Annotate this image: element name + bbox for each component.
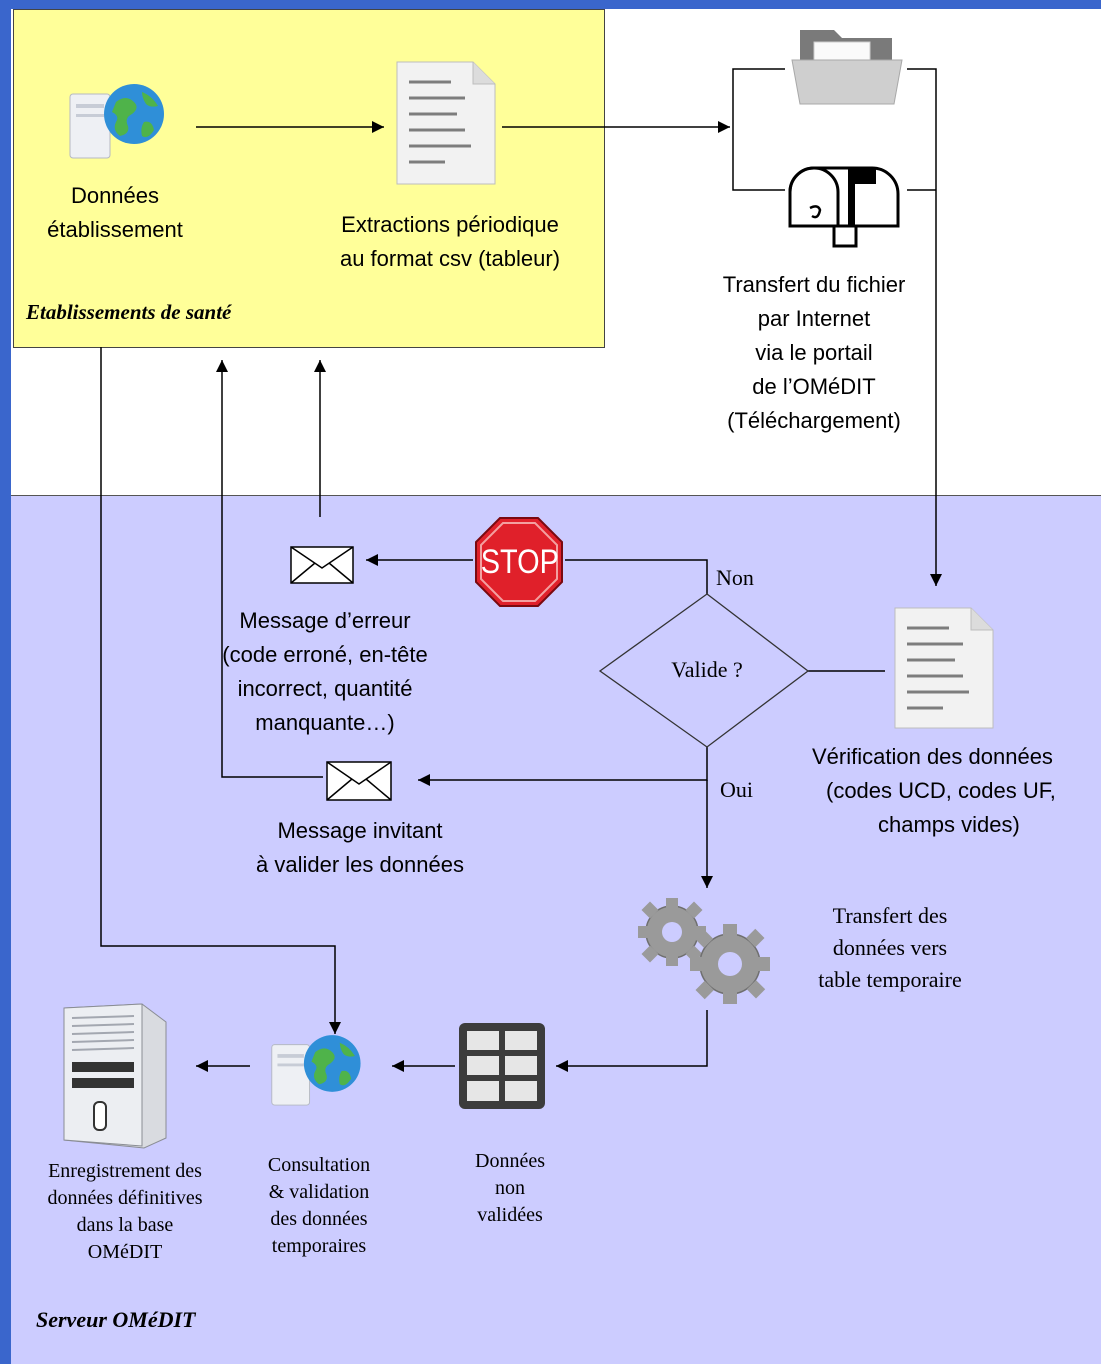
- label-line: Données: [70, 183, 160, 208]
- non-label: Non: [716, 565, 754, 590]
- bracket-left: [732, 68, 785, 191]
- donnees-etablissement-label: Données établissement: [20, 179, 210, 247]
- enregistrement-label: Enregistrement des données définitives d…: [22, 1158, 228, 1266]
- label-line: manquante…): [255, 710, 395, 735]
- valide-label: Valide ?: [671, 657, 743, 682]
- server-globe-icon: [69, 84, 164, 159]
- folder-icon: [791, 30, 903, 105]
- etablissements-zone-title: Etablissements de santé: [26, 300, 232, 324]
- label-line: via le portail: [755, 340, 873, 365]
- consultation-label: Consultation & validation des données te…: [236, 1152, 402, 1260]
- arrow-oui-to-invite-message: [418, 747, 708, 786]
- label-line: à valider les données: [256, 852, 464, 877]
- label-line: données vers: [832, 935, 948, 960]
- arrow-invite-to-etablissement: [216, 360, 323, 778]
- label-line: Vérification des données: [812, 744, 1053, 769]
- envelope-invite-icon: [326, 761, 392, 801]
- label-line: Message d’erreur: [239, 608, 411, 633]
- table-icon: [459, 1023, 545, 1109]
- verification-label: Vérification des données (codes UCD, cod…: [812, 740, 1101, 842]
- label-line: Transfert des: [832, 903, 948, 928]
- document-verification-icon: [894, 607, 994, 729]
- label-line: Enregistrement des: [48, 1160, 202, 1182]
- label-line: Données: [475, 1150, 545, 1172]
- label-line: temporaires: [271, 1235, 367, 1257]
- gears-icon: [638, 898, 770, 1004]
- label-line: non: [495, 1177, 525, 1199]
- label-line: champs vides): [878, 812, 1020, 837]
- label-line: des données: [270, 1208, 368, 1230]
- stop-label: STOP: [480, 543, 559, 581]
- label-line: établissement: [47, 217, 183, 242]
- label-line: table temporaire: [818, 967, 962, 992]
- label-line: au format csv (tableur): [339, 246, 561, 271]
- etablissements-zone: [13, 9, 605, 348]
- label-line: Transfert du fichier: [722, 272, 906, 297]
- label-line: (code erroné, en-tête: [222, 642, 428, 667]
- label-line: Consultation: [267, 1154, 371, 1176]
- stop-sign-icon: [475, 517, 563, 607]
- transfert-fichier-label: Transfert du fichier par Internet via le…: [694, 268, 934, 438]
- label-line: Message invitant: [277, 818, 443, 843]
- serveur-zone-title: Serveur OMéDIT: [36, 1307, 196, 1332]
- server-globe-consultation-icon: [271, 1035, 361, 1106]
- arrow-etablissement-to-consultation: [100, 347, 341, 1034]
- message-invitant-label: Message invitant à valider les données: [215, 814, 505, 882]
- label-line: Extractions périodique: [341, 212, 559, 237]
- arrow-gears-to-table: [556, 1010, 708, 1072]
- connector-transfer-to-verification: [907, 68, 942, 586]
- envelope-error-icon: [290, 546, 354, 584]
- label-line: (Téléchargement): [727, 408, 901, 433]
- decision-diamond: [598, 593, 810, 748]
- label-line: données définitives: [47, 1187, 203, 1209]
- label-line: validées: [477, 1204, 543, 1226]
- document-icon: [396, 61, 496, 185]
- label-line: de l’OMéDIT: [752, 374, 876, 399]
- mailbox-icon: [788, 166, 900, 248]
- label-line: dans la base: [76, 1214, 174, 1236]
- label-line: OMéDIT: [87, 1241, 163, 1263]
- label-line: (codes UCD, codes UF,: [826, 778, 1056, 803]
- message-erreur-label: Message d’erreur (code erroné, en-tête i…: [180, 604, 470, 740]
- oui-label: Oui: [720, 777, 753, 802]
- arrow-non-to-stop: [565, 559, 708, 594]
- extractions-label: Extractions périodique au format csv (ta…: [300, 208, 600, 276]
- donnees-non-validees-label: Données non validées: [440, 1148, 580, 1229]
- computer-tower-icon: [63, 1003, 167, 1149]
- label-line: par Internet: [757, 306, 871, 331]
- label-line: incorrect, quantité: [237, 676, 413, 701]
- label-line: & validation: [268, 1181, 370, 1203]
- transfert-table-label: Transfert des données vers table tempora…: [780, 900, 1000, 996]
